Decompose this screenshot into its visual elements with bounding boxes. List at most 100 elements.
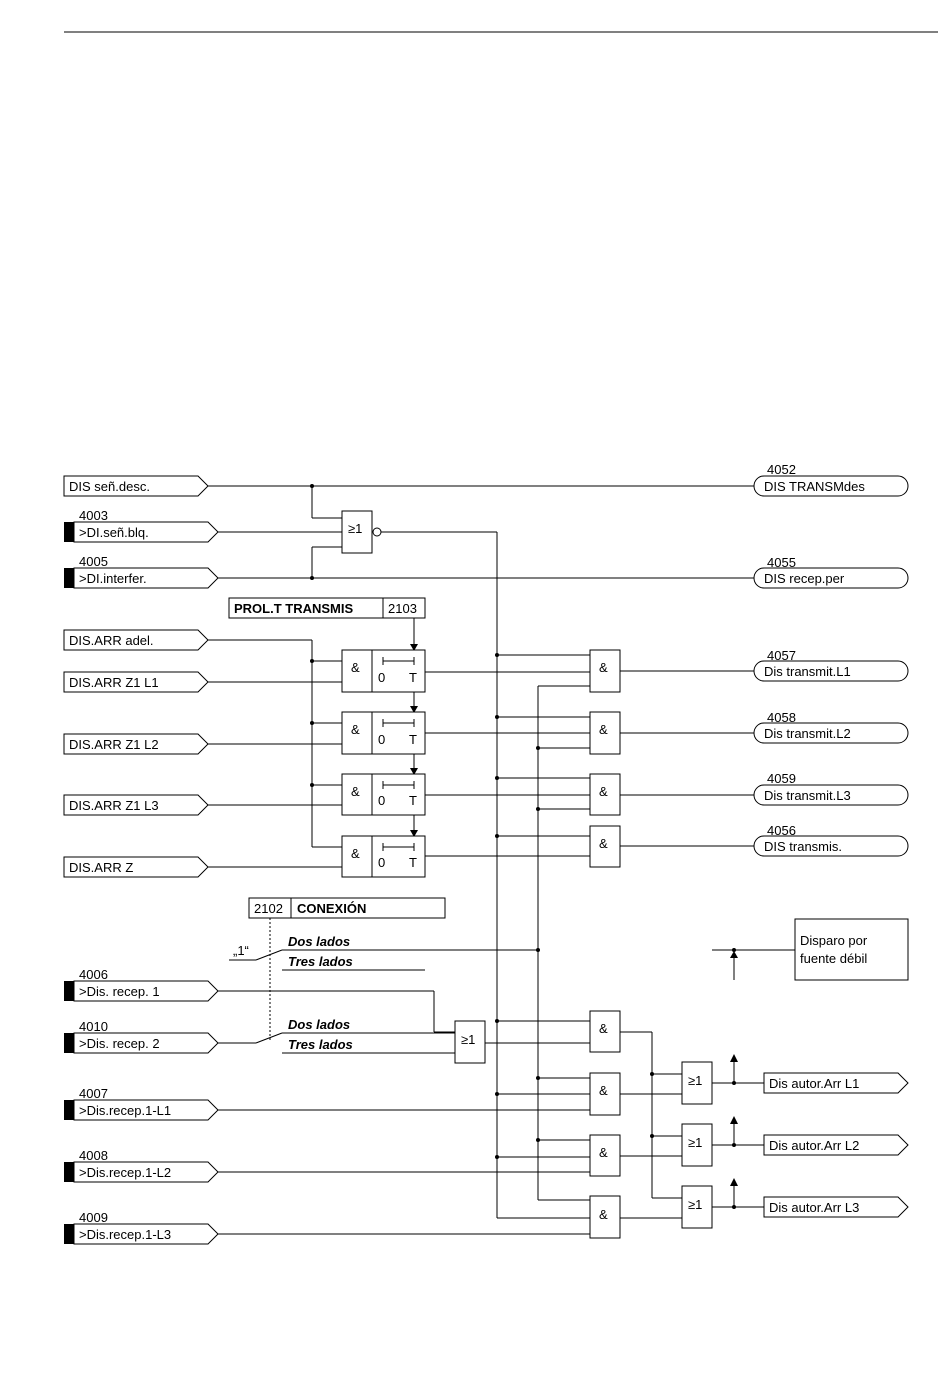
switch-top: „1“ Dos lados Tres lados [229, 934, 538, 971]
signal-number: 4008 [79, 1148, 108, 1163]
input-dis-sen-desc: DIS señ.desc. [63, 475, 209, 497]
param-label: CONEXIÓN [297, 901, 366, 916]
junction-dot [495, 834, 499, 838]
junction-dot [732, 1143, 736, 1147]
signal-number: 4010 [79, 1019, 108, 1034]
weak-infeed-note: Disparo por fuente débil [712, 918, 909, 981]
gate-symbol: ≥1 [461, 1032, 475, 1047]
wires-transmit [208, 618, 754, 1200]
timer-zero: 0 [378, 855, 385, 870]
input-label: DIS.ARR Z [69, 860, 133, 875]
or-gate-autor-l2: ≥1 [681, 1123, 713, 1167]
output-autor-l1: Dis autor.Arr L1 [763, 1072, 909, 1094]
timer-zero: 0 [378, 732, 385, 747]
and-gate-recep-l3: & [589, 1195, 621, 1239]
switch-bottom: Dos lados Tres lados [218, 1017, 455, 1054]
timer-t: T [409, 732, 417, 747]
option-dos-lados: Dos lados [288, 934, 350, 949]
input-label: >Dis. recep. 1 [79, 984, 160, 999]
input-label: >DI.interfer. [79, 571, 147, 586]
junction-dot [495, 1155, 499, 1159]
arrow-up-icon [730, 1054, 738, 1062]
signal-number: 4005 [79, 554, 108, 569]
gate-symbol: & [351, 784, 360, 799]
gate-symbol: & [599, 1145, 608, 1160]
and-gate-recep-l2: & [589, 1134, 621, 1177]
input-dis-arr-z1-l1: DIS.ARR Z1 L1 [63, 671, 209, 693]
arrow-down-icon [410, 644, 418, 651]
input-dis-recep-2: 4010 >Dis. recep. 2 [64, 1019, 219, 1054]
input-dis-arr-z1-l3: DIS.ARR Z1 L3 [63, 794, 209, 816]
arrow-down-icon [410, 768, 418, 775]
signal-number: 4059 [767, 771, 796, 786]
output-label: DIS TRANSMdes [764, 479, 865, 494]
signal-number: 4058 [767, 710, 796, 725]
output-label: Dis autor.Arr L3 [769, 1200, 859, 1215]
junction-dot [536, 807, 540, 811]
arrow-down-icon [410, 830, 418, 837]
and-timer-block-z: & 0 T [341, 835, 426, 878]
arrow-up-icon [730, 1116, 738, 1124]
and-timer-block-l2: & 0 T [341, 711, 426, 755]
arrow-up-icon [730, 1178, 738, 1186]
gate-symbol: & [599, 1021, 608, 1036]
timer-t: T [409, 793, 417, 808]
gate-symbol: & [599, 660, 608, 675]
gate-symbol: ≥1 [688, 1073, 702, 1088]
junction-dot [732, 1081, 736, 1085]
signal-number: 4056 [767, 823, 796, 838]
junction-dot [495, 715, 499, 719]
output-recep-per: 4055 DIS recep.per [753, 555, 909, 589]
output-label: DIS transmis. [764, 839, 842, 854]
option-tres-lados: Tres lados [288, 1037, 353, 1052]
option-dos-lados: Dos lados [288, 1017, 350, 1032]
negation-circle [372, 527, 382, 537]
junction-dot [310, 659, 314, 663]
input-label: DIS.ARR Z1 L1 [69, 675, 159, 690]
junction-dot [310, 721, 314, 725]
output-label: Dis transmit.L1 [764, 664, 851, 679]
junction-dot [536, 746, 540, 750]
gate-symbol: ≥1 [688, 1135, 702, 1150]
arrow-down-icon [410, 706, 418, 713]
signal-number: 4007 [79, 1086, 108, 1101]
gate-symbol: ≥1 [348, 521, 362, 536]
timer-zero: 0 [378, 793, 385, 808]
junction-dot [310, 484, 314, 488]
constant-one: „1“ [233, 943, 249, 958]
and-timer-block-l1: & 0 T [341, 649, 426, 693]
junction-dot [310, 783, 314, 787]
and-gate-transmit-l3: & [589, 773, 621, 816]
timer-zero: 0 [378, 670, 385, 685]
input-di-interfer: 4005 >DI.interfer. [64, 554, 219, 589]
arrow-up-icon [730, 951, 738, 958]
option-tres-lados: Tres lados [288, 954, 353, 969]
wires-reception [218, 990, 764, 1235]
junction-dot [650, 1134, 654, 1138]
and-timer-block-l3: & 0 T [341, 773, 426, 816]
output-transmit-l3: 4059 Dis transmit.L3 [753, 771, 909, 806]
wires-top [208, 485, 754, 1218]
input-dis-arr-z1-l2: DIS.ARR Z1 L2 [63, 733, 209, 755]
junction-dot [536, 1138, 540, 1142]
junction-dot [495, 1092, 499, 1096]
and-gate-recep-l1: & [589, 1072, 621, 1116]
and-gate-transmis: & [589, 825, 621, 868]
output-label: Dis autor.Arr L2 [769, 1138, 859, 1153]
input-label: >Dis.recep.1-L2 [79, 1165, 171, 1180]
output-autor-l2: Dis autor.Arr L2 [763, 1134, 909, 1156]
gate-symbol: ≥1 [688, 1197, 702, 1212]
input-label: >Dis.recep.1-L1 [79, 1103, 171, 1118]
or-gate-autor-l3: ≥1 [681, 1185, 713, 1229]
signal-number: 4003 [79, 508, 108, 523]
signal-number: 4006 [79, 967, 108, 982]
output-transm-des: 4052 DIS TRANSMdes [753, 462, 909, 497]
signal-number: 4057 [767, 648, 796, 663]
gate-symbol: & [599, 722, 608, 737]
input-label: DIS.ARR Z1 L2 [69, 737, 159, 752]
input-dis-recep-1-l2: 4008 >Dis.recep.1-L2 [64, 1148, 219, 1183]
and-gate-recep-common: & [589, 1010, 621, 1053]
junction-dot [732, 1205, 736, 1209]
output-label: Dis transmit.L3 [764, 788, 851, 803]
or-gate-block: ≥1 [341, 510, 382, 554]
